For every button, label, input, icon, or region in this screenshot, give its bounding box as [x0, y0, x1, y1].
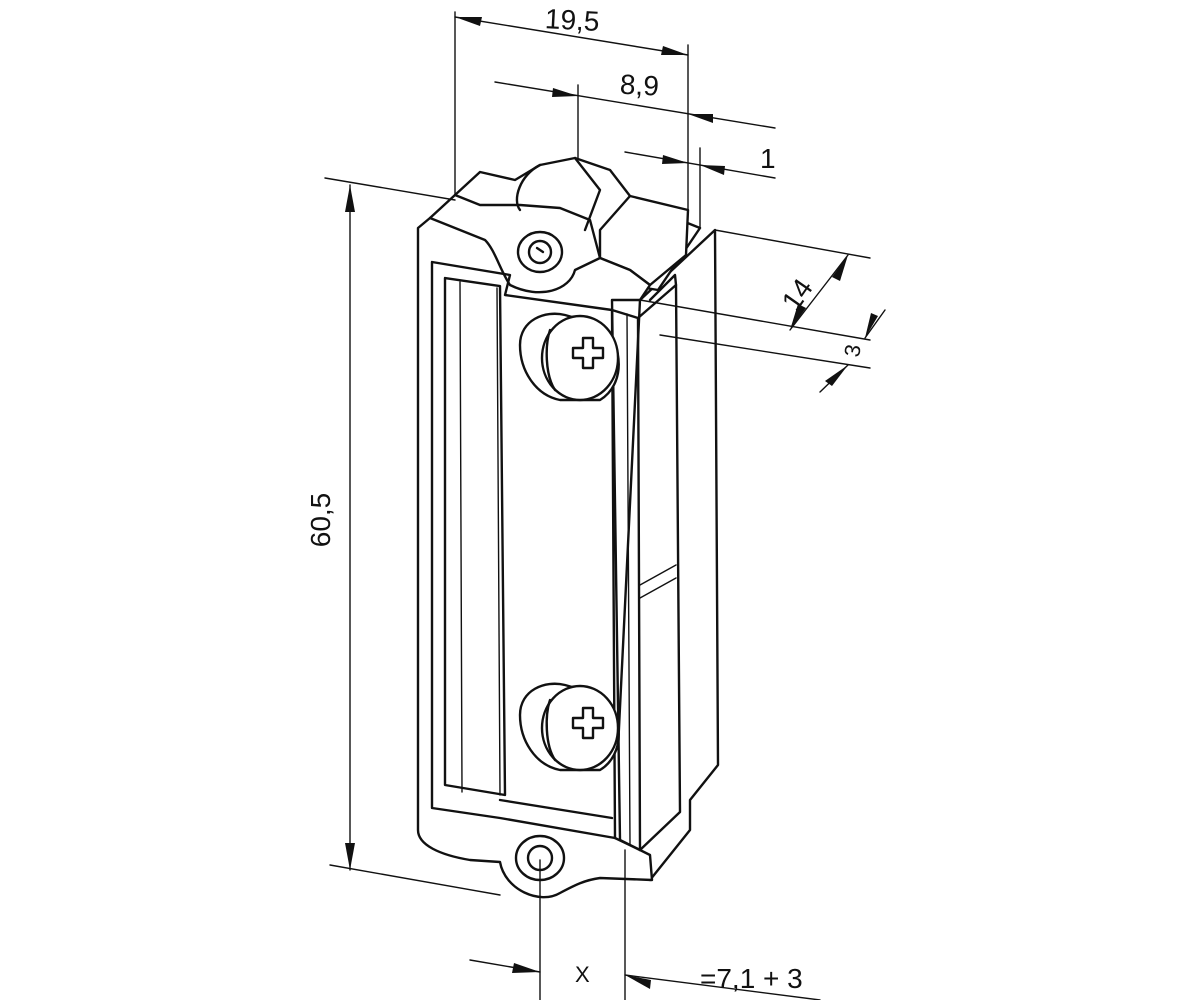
dim-x-value: =7,1 + 3	[700, 963, 803, 994]
upper-screw	[518, 312, 620, 402]
dim-offset-8-9: 8,9	[619, 69, 660, 102]
dimension-lines	[324, 11, 886, 1000]
lower-screw	[518, 682, 620, 772]
dim-step-3: 3	[839, 342, 866, 358]
strike-body	[416, 156, 720, 899]
dim-height-60-5: 60,5	[305, 493, 336, 548]
dim-width-19-5: 19,5	[544, 3, 600, 37]
dim-x-label: X	[575, 962, 590, 987]
dim-depth-14: 14	[776, 273, 819, 316]
dim-lip-1: 1	[760, 143, 776, 174]
